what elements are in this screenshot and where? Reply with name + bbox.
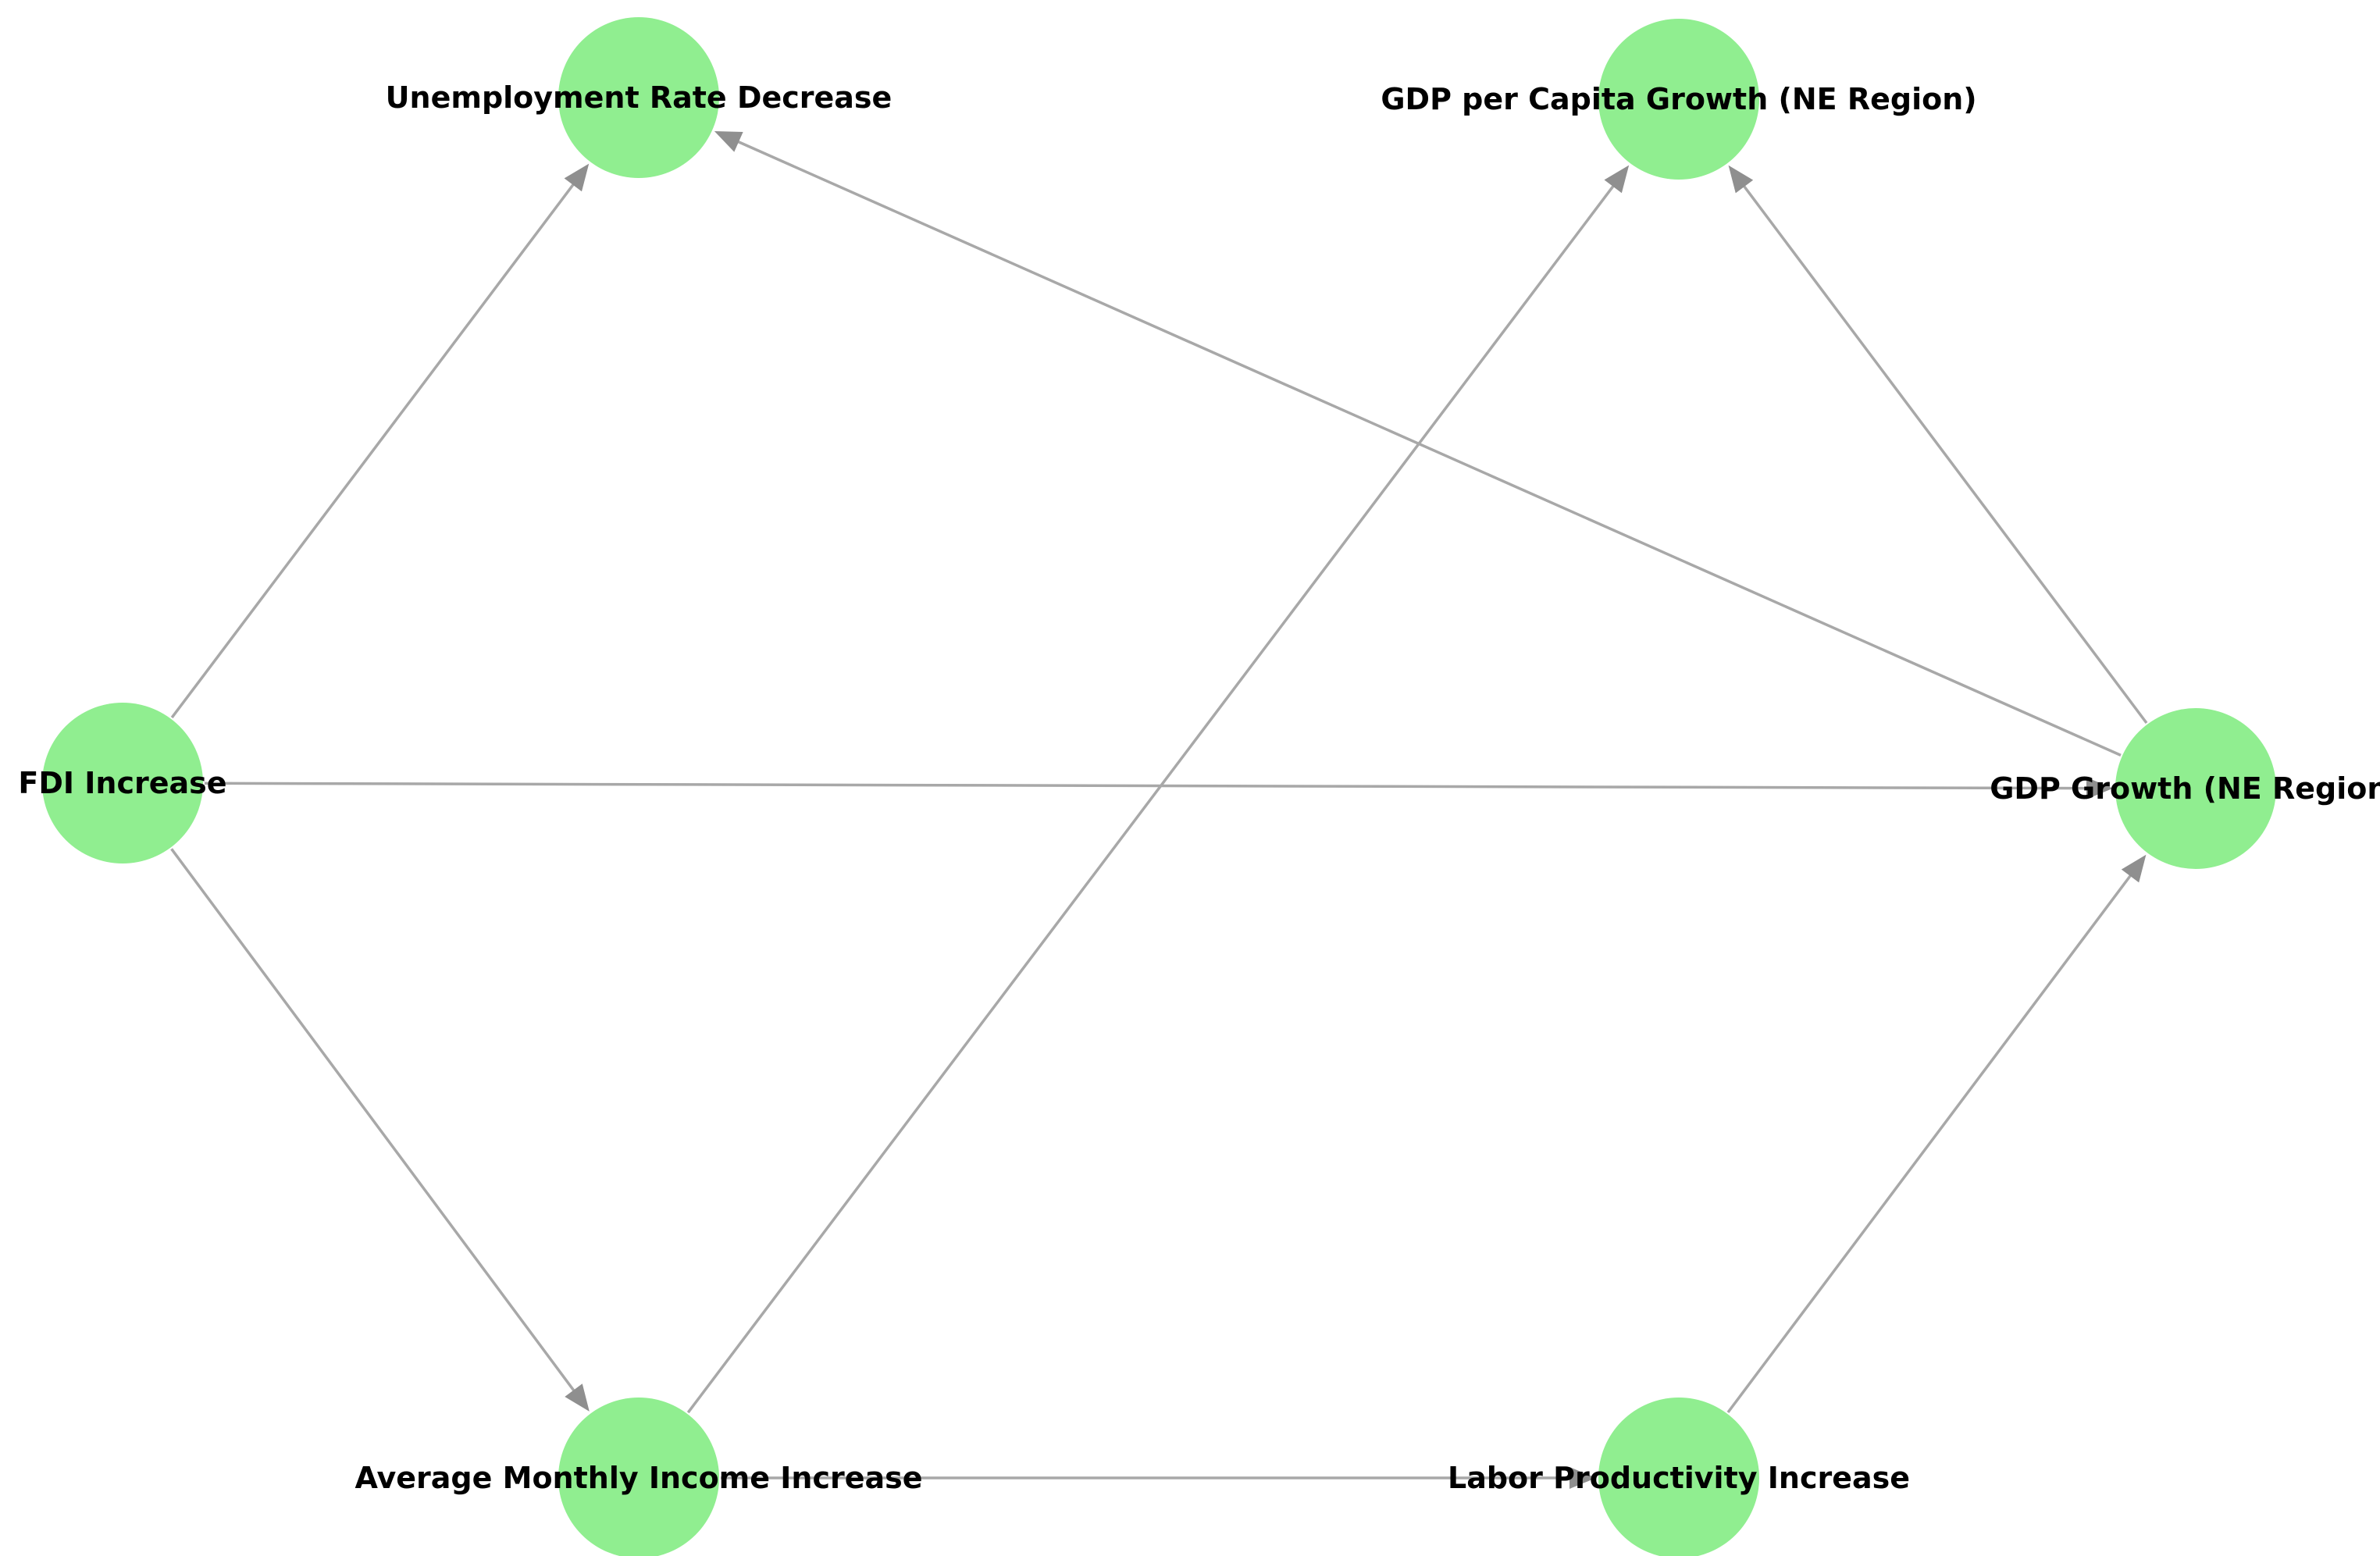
nodes-layer — [42, 17, 2276, 1556]
arrowhead-icon-fdi-to-unemployment — [564, 163, 590, 192]
node-label-fdi: FDI Increase — [18, 766, 226, 800]
node-label-gdp_per_capita: GDP per Capita Growth (NE Region) — [1381, 82, 1976, 116]
arrowhead-icon-fdi-to-avg_income — [565, 1383, 590, 1412]
edge-line-fdi-to-gdp_growth — [204, 782, 2097, 790]
graph-node-fdi — [42, 703, 203, 863]
node-label-avg_income: Average Monthly Income Increase — [355, 1461, 922, 1495]
arrowhead-icon-gdp_growth-to-unemployment — [714, 131, 743, 152]
graph-node-gdp_per_capita — [1598, 19, 1759, 180]
edge-line-gdp_growth-to-unemployment — [728, 136, 2122, 757]
node-label-gdp_growth: GDP Growth (NE Region) — [1990, 771, 2380, 806]
node-labels-layer: Unemployment Rate Decrease GDP per Capita… — [18, 80, 2380, 1495]
edge-line-gdp_growth-to-gdp_per_capita — [1737, 177, 2148, 725]
edge-line-fdi-to-avg_income — [170, 848, 582, 1400]
graph-node-labor_prod — [1598, 1398, 1759, 1556]
edges-layer — [170, 131, 2148, 1489]
arrowhead-icon-avg_income-to-gdp_per_capita — [1604, 165, 1630, 194]
arrowhead-icon-gdp_growth-to-gdp_per_capita — [1728, 165, 1754, 194]
edge-line-fdi-to-unemployment — [170, 175, 581, 719]
edge-line-avg_income-to-gdp_per_capita — [686, 176, 1621, 1414]
arrowhead-icon-labor_prod-to-gdp_growth — [2121, 854, 2147, 883]
arrowhead-icon-fdi-to-gdp_growth — [2086, 777, 2114, 799]
edge-line-labor_prod-to-gdp_growth — [1726, 867, 2138, 1414]
graph-node-avg_income — [558, 1398, 719, 1556]
node-label-labor_prod: Labor Productivity Increase — [1448, 1461, 1910, 1495]
node-label-unemployment: Unemployment Rate Decrease — [386, 80, 892, 115]
graph-node-gdp_growth — [2115, 708, 2276, 869]
graph-node-unemployment — [558, 17, 719, 178]
arrowhead-icon-avg_income-to-labor_prod — [1569, 1467, 1596, 1489]
